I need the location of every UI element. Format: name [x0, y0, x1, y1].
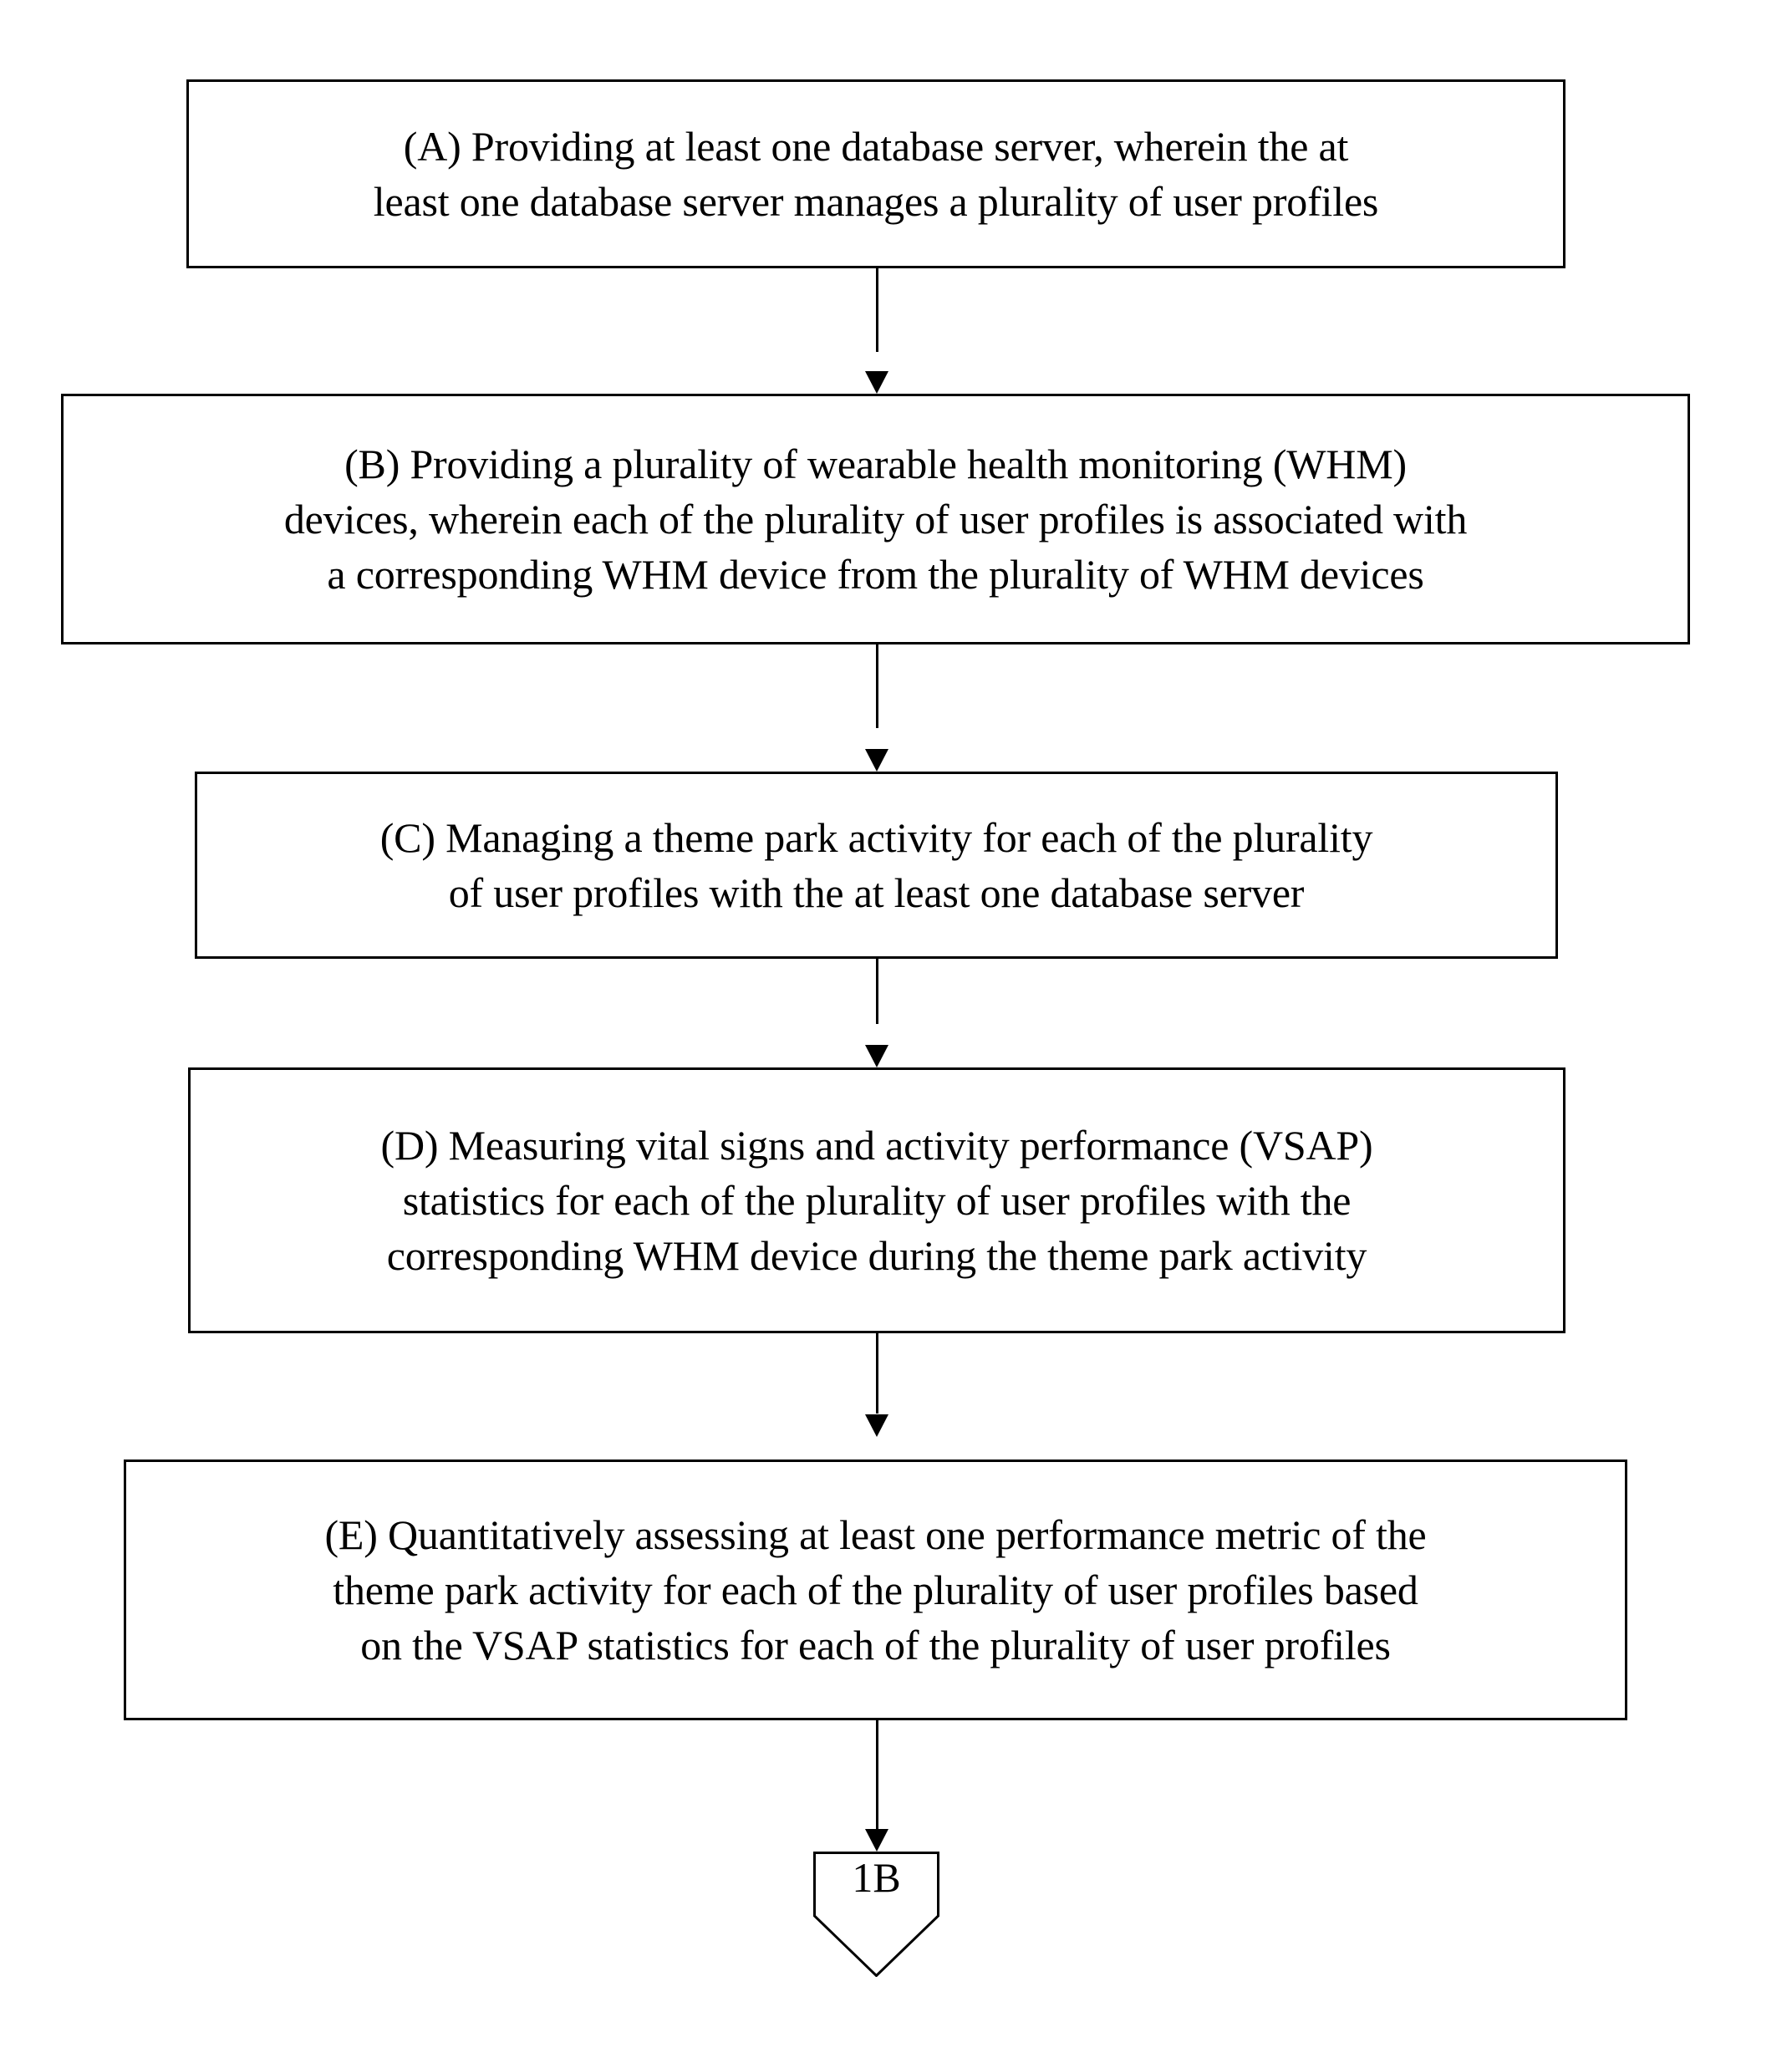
arrowhead-icon-d-to-e	[865, 1414, 888, 1437]
flowchart-node-b: (B) Providing a plurality of wearable he…	[61, 394, 1690, 644]
arrowhead-icon-e-to-offpage	[865, 1829, 888, 1852]
connector-line-b-to-c	[876, 644, 878, 728]
offpage-connector-shape-icon	[813, 1852, 939, 1977]
connector-line-a-to-b	[876, 268, 878, 352]
arrowhead-icon-c-to-d	[865, 1045, 888, 1067]
connector-line-d-to-e	[876, 1333, 878, 1414]
flowchart-node-e: (E) Quantitatively assessing at least on…	[124, 1460, 1627, 1720]
arrowhead-icon-b-to-c	[865, 749, 888, 772]
connector-line-e-to-offpage	[876, 1720, 878, 1829]
flowchart-node-d: (D) Measuring vital signs and activity p…	[188, 1067, 1565, 1333]
offpage-connector-1b: 1B	[813, 1852, 939, 1977]
arrowhead-icon-a-to-b	[865, 371, 888, 394]
flowchart-node-c: (C) Managing a theme park activity for e…	[195, 772, 1558, 959]
connector-line-c-to-d	[876, 959, 878, 1024]
offpage-connector-label: 1B	[852, 1854, 901, 1901]
flowchart-node-a: (A) Providing at least one database serv…	[186, 79, 1565, 268]
